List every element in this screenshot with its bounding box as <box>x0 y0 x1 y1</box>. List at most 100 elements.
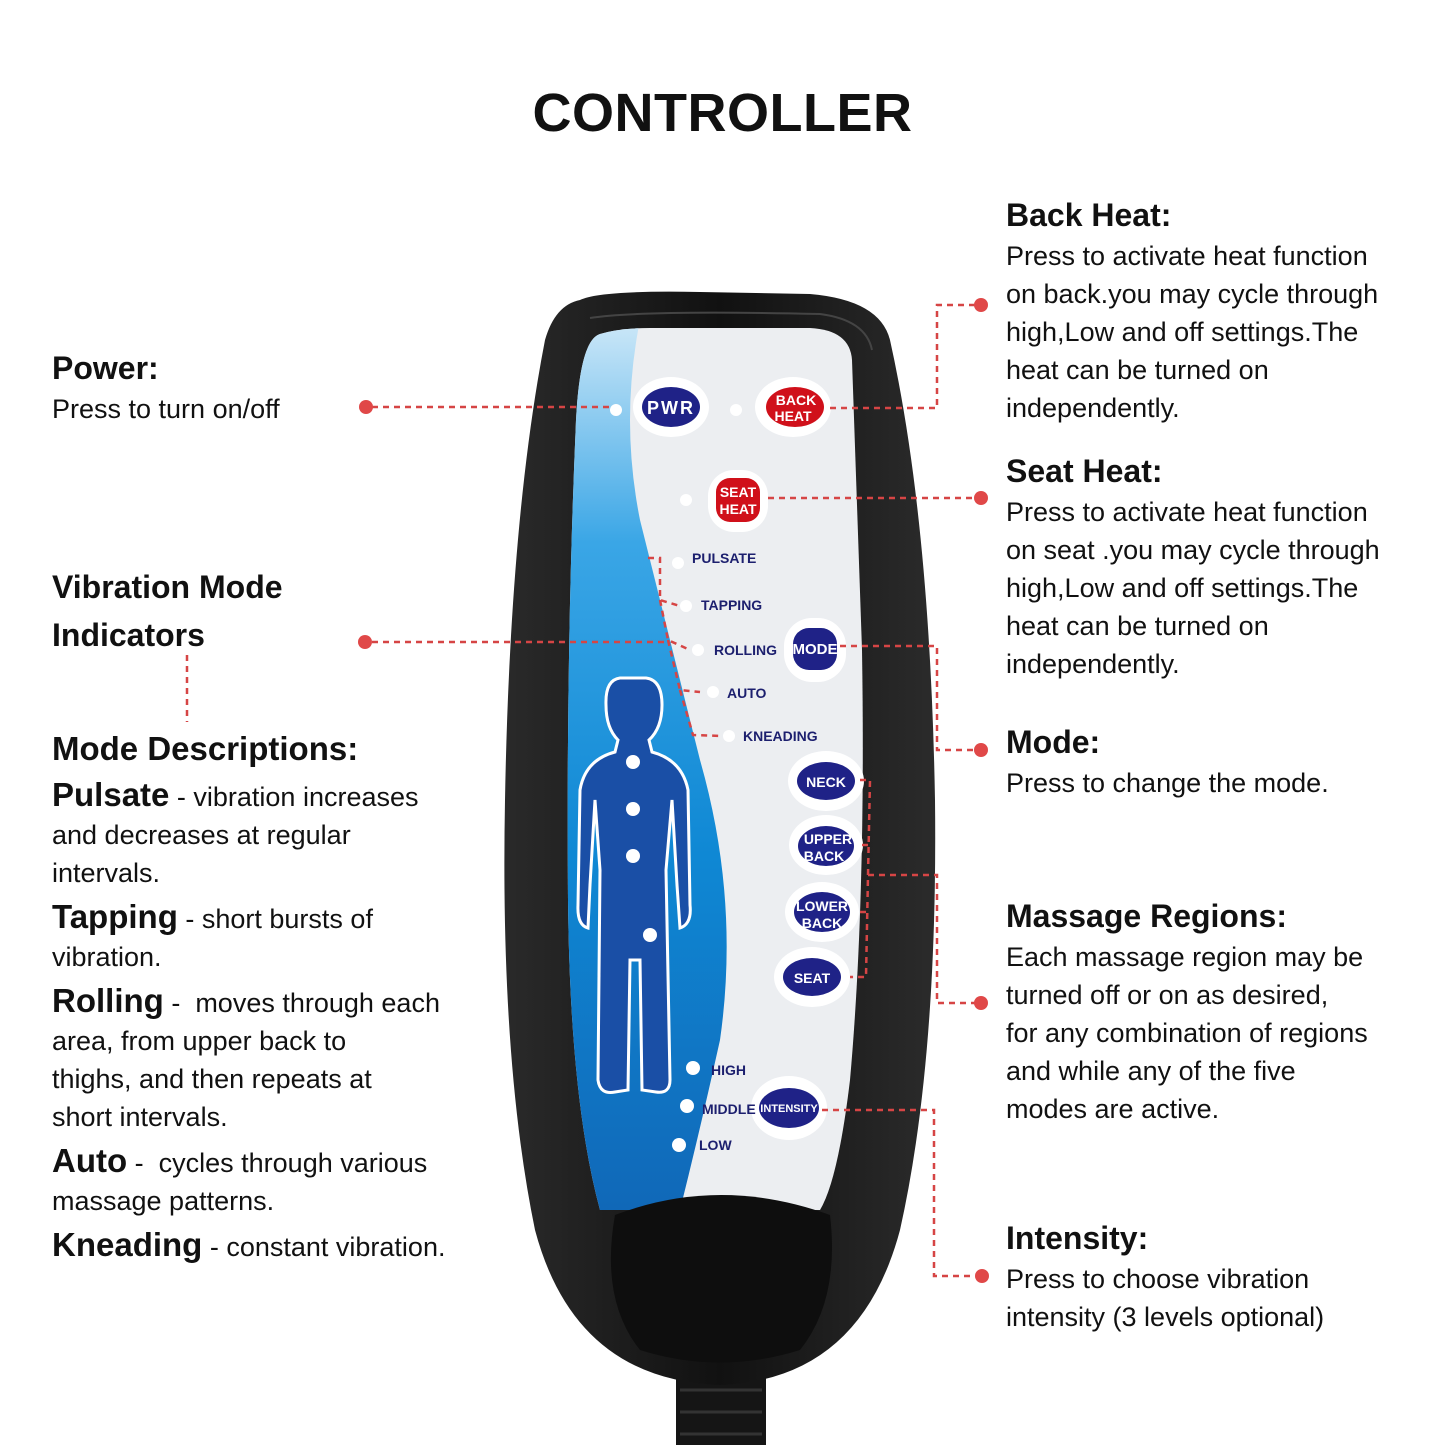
svg-text:INTENSITY: INTENSITY <box>760 1103 818 1115</box>
mode-desc-rolling: Rolling - moves through each area, from … <box>52 982 512 1136</box>
svg-text:MODE: MODE <box>793 641 838 658</box>
desc-line: heat can be turned on <box>1006 355 1269 385</box>
svg-text:UPPER: UPPER <box>804 831 852 847</box>
indicator-middle: MIDDLE <box>702 1101 756 1117</box>
term-pulsate: Pulsate <box>52 776 170 813</box>
intensity-button[interactable]: INTENSITY <box>751 1076 827 1140</box>
desc-line: modes are active. <box>1006 1094 1220 1124</box>
desc-line: constant vibration. <box>226 1232 446 1262</box>
svg-text:BACK: BACK <box>776 392 816 408</box>
desc-line: cycles through various <box>158 1148 428 1178</box>
back-heat-heading: Back Heat: <box>1006 197 1172 233</box>
vibration-heading-line2: Indicators <box>52 617 205 653</box>
desc-line: intervals. <box>52 858 161 888</box>
separator: - <box>169 782 194 812</box>
desc-line: massage patterns. <box>52 1186 275 1216</box>
desc-line: Press to activate heat function <box>1006 497 1368 527</box>
desc-line: for any combination of regions <box>1006 1018 1368 1048</box>
desc-line: vibration. <box>52 942 162 972</box>
term-tapping: Tapping <box>52 898 178 935</box>
desc-line: intensity (3 levels optional) <box>1006 1302 1325 1332</box>
svg-text:LOWER: LOWER <box>796 898 848 914</box>
mode-descriptions-heading: Mode Descriptions: <box>52 730 359 767</box>
desc-line: Press to choose vibration <box>1006 1264 1310 1294</box>
led-indicators <box>610 404 742 1152</box>
indicator-kneading: KNEADING <box>743 728 818 744</box>
svg-text:SEAT: SEAT <box>720 484 757 500</box>
desc-line: short intervals. <box>52 1102 228 1132</box>
mode-desc-kneading: Kneading - constant vibration. <box>52 1226 512 1266</box>
desc-line: area, from upper back to <box>52 1026 347 1056</box>
mode-desc-pulsate: Pulsate - vibration increases and decrea… <box>52 776 512 892</box>
indicator-tapping: TAPPING <box>701 597 762 613</box>
controller-base <box>610 1195 832 1363</box>
desc-line: and while any of the five <box>1006 1056 1296 1086</box>
desc-line: on seat .you may cycle through <box>1006 535 1380 565</box>
term-rolling: Rolling <box>52 982 164 1019</box>
intensity-heading: Intensity: <box>1006 1220 1149 1256</box>
desc-line: high,Low and off settings.The <box>1006 317 1359 347</box>
seat-heat-heading: Seat Heat: <box>1006 453 1163 489</box>
vibration-heading-line1: Vibration Mode <box>52 569 283 605</box>
desc-line: heat can be turned on <box>1006 611 1269 641</box>
back-heat-button[interactable]: BACK HEAT <box>755 377 831 437</box>
desc-line: vibration increases <box>193 782 419 812</box>
svg-text:BACK: BACK <box>802 915 842 931</box>
svg-text:PWR: PWR <box>647 398 695 418</box>
svg-text:BACK: BACK <box>804 848 844 864</box>
indicator-low: LOW <box>699 1137 732 1153</box>
massage-regions-callout: Massage Regions: Each massage region may… <box>1006 894 1368 1128</box>
svg-text:SEAT: SEAT <box>794 970 831 986</box>
callout-lines <box>185 303 975 1278</box>
mode-button[interactable]: MODE <box>784 618 846 682</box>
lower-back-button[interactable]: LOWER BACK <box>785 882 859 942</box>
vibration-mode-callout: Vibration Mode Indicators <box>52 563 283 659</box>
separator: - <box>202 1232 227 1262</box>
desc-line: independently. <box>1006 393 1180 423</box>
desc-line: Press to change the mode. <box>1006 768 1329 798</box>
mode-heading: Mode: <box>1006 724 1101 760</box>
desc-line: short bursts of <box>201 904 373 934</box>
upper-back-button[interactable]: UPPER BACK <box>789 815 863 875</box>
pwr-button[interactable]: PWR <box>633 377 709 437</box>
indicator-rolling: ROLLING <box>714 642 777 658</box>
page-title: CONTROLLER <box>532 83 913 143</box>
seat-heat-button[interactable]: SEAT HEAT <box>708 470 768 532</box>
separator: - <box>127 1148 159 1178</box>
power-text: Press to turn on/off <box>52 394 280 424</box>
regions-heading: Massage Regions: <box>1006 898 1287 934</box>
body-point-dots <box>626 755 657 942</box>
human-figure-icon <box>576 676 692 1094</box>
desc-line: Each massage region may be <box>1006 942 1364 972</box>
mode-desc-tapping: Tapping - short bursts of vibration. <box>52 898 512 976</box>
indicator-high: HIGH <box>711 1062 746 1078</box>
power-callout: Power: Press to turn on/off <box>52 346 280 428</box>
svg-text:HEAT: HEAT <box>719 501 757 517</box>
term-kneading: Kneading <box>52 1226 203 1263</box>
desc-line: moves through each <box>195 988 440 1018</box>
desc-line: high,Low and off settings.The <box>1006 573 1359 603</box>
neck-button[interactable]: NECK <box>788 751 864 811</box>
back-heat-callout: Back Heat: Press to activate heat functi… <box>1006 193 1378 427</box>
indicator-pulsate: PULSATE <box>692 550 756 566</box>
indicator-auto: AUTO <box>727 685 767 701</box>
power-heading: Power: <box>52 350 159 386</box>
separator: - <box>177 904 202 934</box>
mode-callout: Mode: Press to change the mode. <box>1006 720 1329 802</box>
desc-line: thighs, and then repeats at <box>52 1064 372 1094</box>
desc-line: turned off or on as desired, <box>1006 980 1329 1010</box>
mode-descriptions: Mode Descriptions: Pulsate - vibration i… <box>52 728 512 1272</box>
seat-button[interactable]: SEAT <box>774 947 850 1007</box>
svg-text:HEAT: HEAT <box>774 408 812 424</box>
desc-line: and decreases at regular <box>52 820 351 850</box>
desc-line: independently. <box>1006 649 1180 679</box>
callout-dots <box>358 298 989 1283</box>
svg-text:NECK: NECK <box>806 774 846 790</box>
mode-desc-auto: Auto - cycles through various massage pa… <box>52 1142 512 1220</box>
seat-heat-callout: Seat Heat: Press to activate heat functi… <box>1006 449 1380 683</box>
desc-line: on back.you may cycle through <box>1006 279 1379 309</box>
term-auto: Auto <box>52 1142 128 1179</box>
separator: - <box>163 988 196 1018</box>
desc-line: Press to activate heat function <box>1006 241 1368 271</box>
